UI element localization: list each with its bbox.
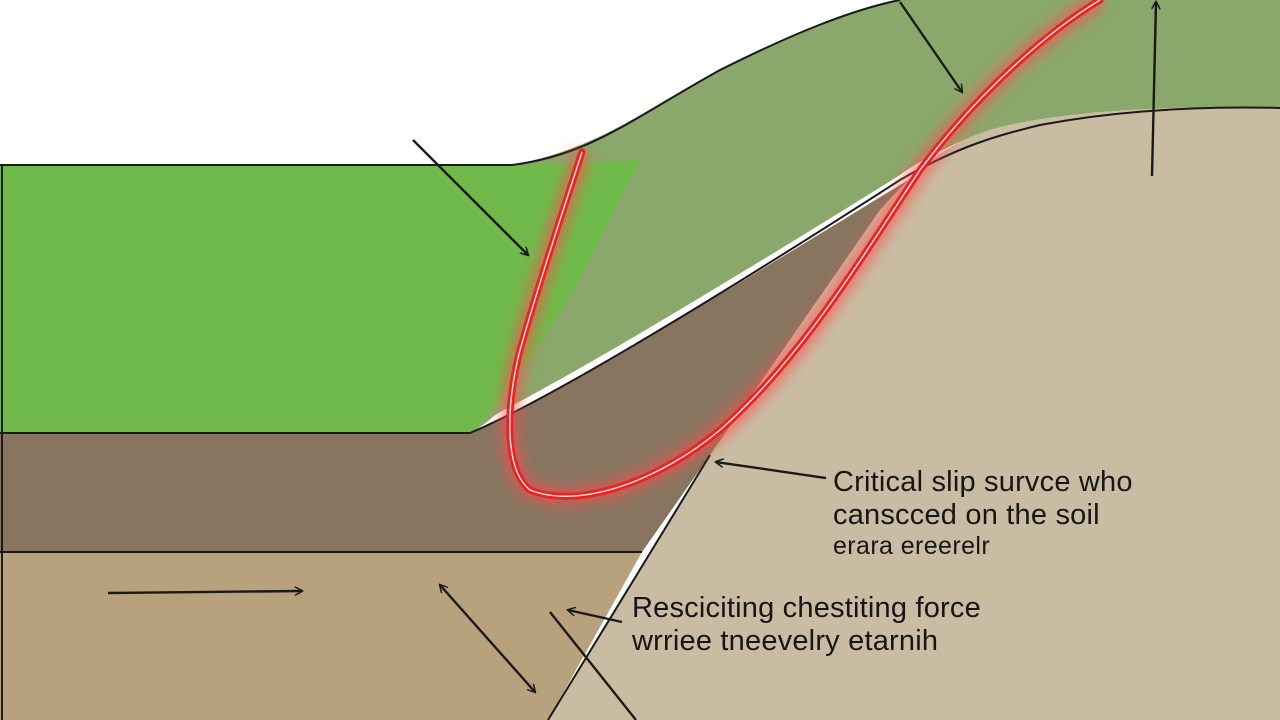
force-annotation-line-2: wrriee tneevelry etarnih	[632, 625, 939, 657]
slip-surface-annotation-line-2: canscced on the soil	[833, 499, 1100, 531]
critical-slip-surface	[499, 0, 1106, 507]
force-annotation: Resciciting chestiting force wrriee tnee…	[632, 592, 981, 658]
slip-surface-annotation: Critical slip survce who canscced on the…	[833, 466, 1133, 560]
arrow-icon	[412, 139, 528, 255]
bedrock-edge-line	[547, 454, 711, 720]
olive-slope-layer	[470, 0, 1280, 433]
force-arrows	[107, 1, 1156, 720]
slip-surface-annotation-line-1: Critical slip survce who	[833, 466, 1133, 498]
slip-surface-annotation-line-3: erara ereerelr	[833, 532, 991, 560]
arrow-icon	[107, 591, 302, 593]
tan-soil-layer	[0, 552, 642, 720]
arrow-icon	[568, 610, 623, 624]
dark-soil-layer	[0, 140, 1020, 552]
force-annotation-line-1: Resciciting chestiting force	[632, 592, 981, 624]
arrow-icon	[716, 462, 827, 480]
arrow-tail-line	[549, 611, 637, 720]
bedrock-layer	[548, 107, 1280, 720]
grass-layer	[0, 120, 640, 433]
double-arrow-icon	[440, 585, 535, 692]
ground-surface-line	[0, 0, 901, 166]
arrow-icon	[899, 1, 962, 92]
arrow-icon	[1150, 2, 1156, 177]
